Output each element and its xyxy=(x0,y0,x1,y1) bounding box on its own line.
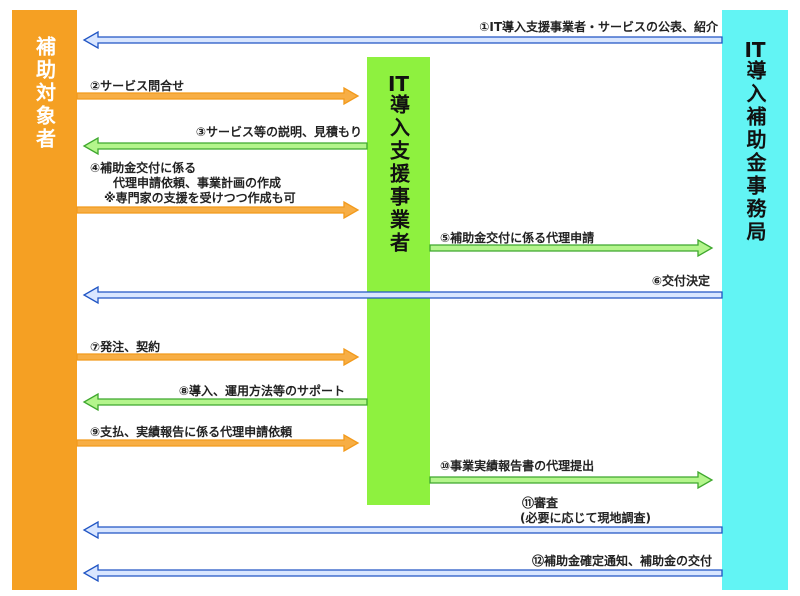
step-label-3: ③サービス等の説明、見積もり xyxy=(195,125,362,139)
secretariat-label: IT導入補助金事務局 xyxy=(743,40,767,244)
applicant-label: 補助対象者 xyxy=(32,36,57,151)
step-label-5: ⑤補助金交付に係る代理申請 xyxy=(440,231,595,245)
arrow-step-9 xyxy=(76,433,360,453)
arrow-step-3 xyxy=(82,136,368,156)
step-label-6: ⑥交付決定 xyxy=(651,274,710,288)
arrow-step-4 xyxy=(76,200,360,220)
arrow-step-1 xyxy=(82,30,723,50)
arrow-step-2 xyxy=(76,86,360,106)
arrow-step-11 xyxy=(82,520,723,540)
arrow-step-7 xyxy=(76,347,360,367)
step-label-9: ⑨支払、実績報告に係る代理申請依頼 xyxy=(90,425,293,439)
step-label-7: ⑦発注、契約 xyxy=(90,340,161,354)
step-label-8: ⑧導入、運用方法等のサポート xyxy=(178,384,345,398)
arrow-step-6 xyxy=(82,285,723,305)
step-label-4-note: ※専門家の支援を受けつつ作成も可 xyxy=(104,191,296,205)
vendor-lane: IT導入支援事業者 xyxy=(367,57,430,505)
arrow-step-8 xyxy=(82,392,368,412)
step-label-10: ⑩事業実績報告書の代理提出 xyxy=(440,459,595,473)
arrow-step-10 xyxy=(429,470,714,490)
step-label-4-line-2: 代理申請依頼、事業計画の作成 xyxy=(113,176,282,190)
vendor-label: IT導入支援事業者 xyxy=(386,74,411,255)
step-label-4-line-1: ④補助金交付に係る xyxy=(90,161,197,175)
step-label-12: ⑫補助金確定通知、補助金の交付 xyxy=(531,554,712,568)
arrow-step-5 xyxy=(429,238,714,258)
arrow-step-12 xyxy=(82,563,723,583)
applicant-lane: 補助対象者 xyxy=(12,10,77,590)
step-label-2: ②サービス問合せ xyxy=(90,79,185,93)
step-label-11-line-2: (必要に応じて現地調査) xyxy=(520,511,651,525)
step-label-11-line-1: ⑪審査 xyxy=(522,496,559,510)
step-label-1: ①IT導入支援事業者・サービスの公表、紹介 xyxy=(479,20,718,34)
secretariat-lane: IT導入補助金事務局 xyxy=(722,10,788,590)
